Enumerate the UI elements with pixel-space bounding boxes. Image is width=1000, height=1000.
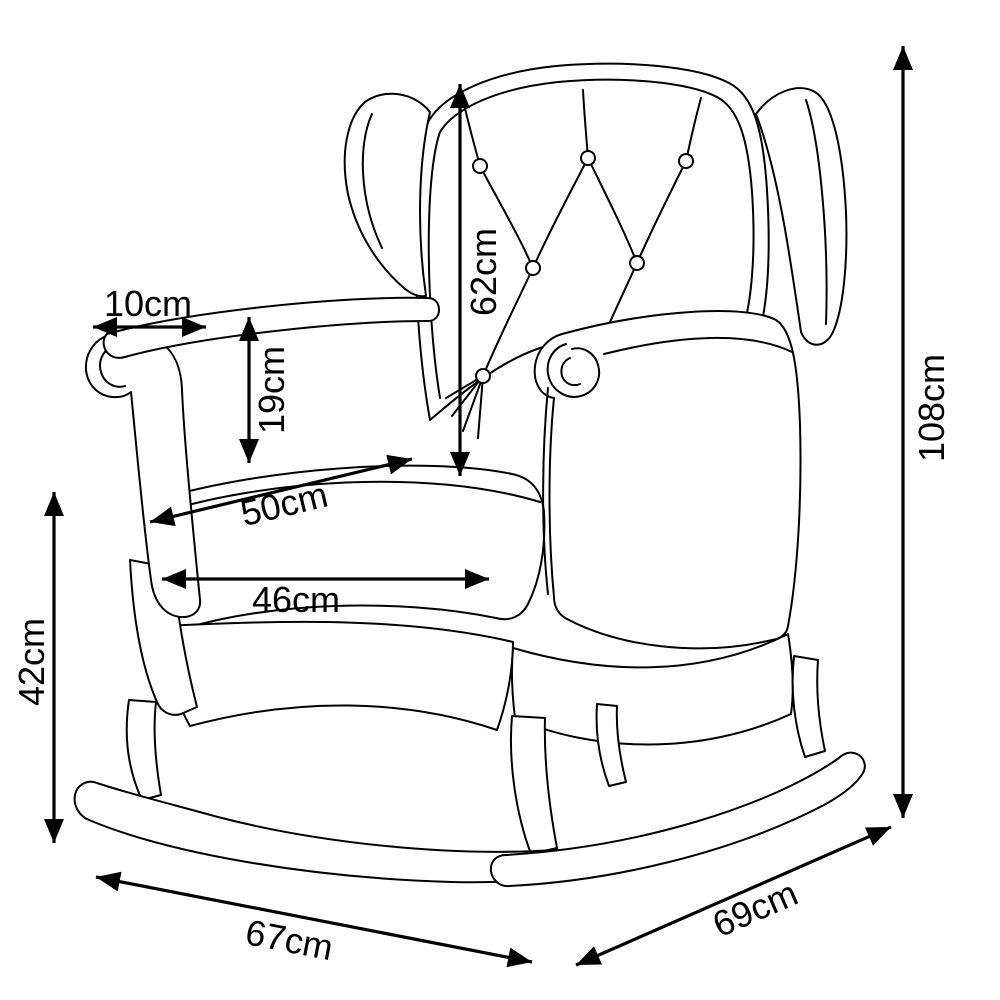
front-left-leg [125, 699, 162, 801]
dim-label-armrest-height: 19cm [251, 346, 292, 434]
dimension-armrest-depth: 10cm [93, 283, 206, 337]
left-arm-scroll-inner [99, 346, 126, 388]
dim-label-base-depth: 69cm [706, 872, 803, 945]
rear-left-leg [595, 703, 627, 787]
right-arm-front-edge [542, 387, 549, 595]
rear-right-leg [791, 655, 826, 758]
dimension-backrest-height: 62cm [450, 84, 504, 476]
dim-label-armrest-depth: 10cm [104, 283, 192, 324]
dimension-seat-width: 46cm [162, 569, 489, 620]
right-arm-band-edge [603, 336, 793, 355]
chair-drawing [73, 62, 866, 888]
left-side-panel [129, 559, 198, 716]
tuft-button [629, 255, 645, 271]
left-wing [343, 92, 431, 298]
left-arm-top-band [102, 296, 440, 359]
tuft-button [678, 153, 694, 169]
tuft-button [580, 150, 596, 166]
tuft-button [472, 158, 488, 174]
dim-label-seat-height: 42cm [11, 618, 52, 706]
dimension-armrest-height: 19cm [239, 317, 292, 463]
dim-label-seat-width: 46cm [252, 579, 340, 620]
dimension-total-height: 108cm [893, 46, 952, 818]
base-front-panel [162, 620, 514, 731]
dim-arrow-base-width [95, 871, 533, 968]
dimension-base-width: 67cm [95, 871, 533, 968]
left-arm-front [84, 332, 202, 619]
front-right-leg [509, 715, 558, 855]
dim-label-backrest-height: 62cm [463, 228, 504, 316]
tufting-buttons [472, 150, 694, 384]
backrest-inner-edge [427, 78, 755, 399]
tuft-button [475, 368, 491, 384]
tuft-button [525, 260, 541, 276]
right-arm-scroll-inner [560, 357, 581, 387]
seat-cushion [147, 464, 546, 632]
base-side-panel [510, 633, 794, 746]
dim-arrow-base-depth [575, 825, 892, 967]
right-wing [755, 87, 848, 346]
dimension-seat-height: 42cm [11, 492, 64, 843]
right-arm [533, 310, 802, 650]
left-wing-fold-line [361, 113, 383, 249]
right-arm-scroll [546, 343, 600, 398]
dimension-annotations: 62cm 10cm 19cm 108cm 50cm 46cm [11, 46, 952, 968]
right-wing-fold-line [805, 99, 828, 325]
dim-arrow-seat-depth [149, 454, 413, 527]
dim-label-total-height: 108cm [911, 354, 952, 462]
